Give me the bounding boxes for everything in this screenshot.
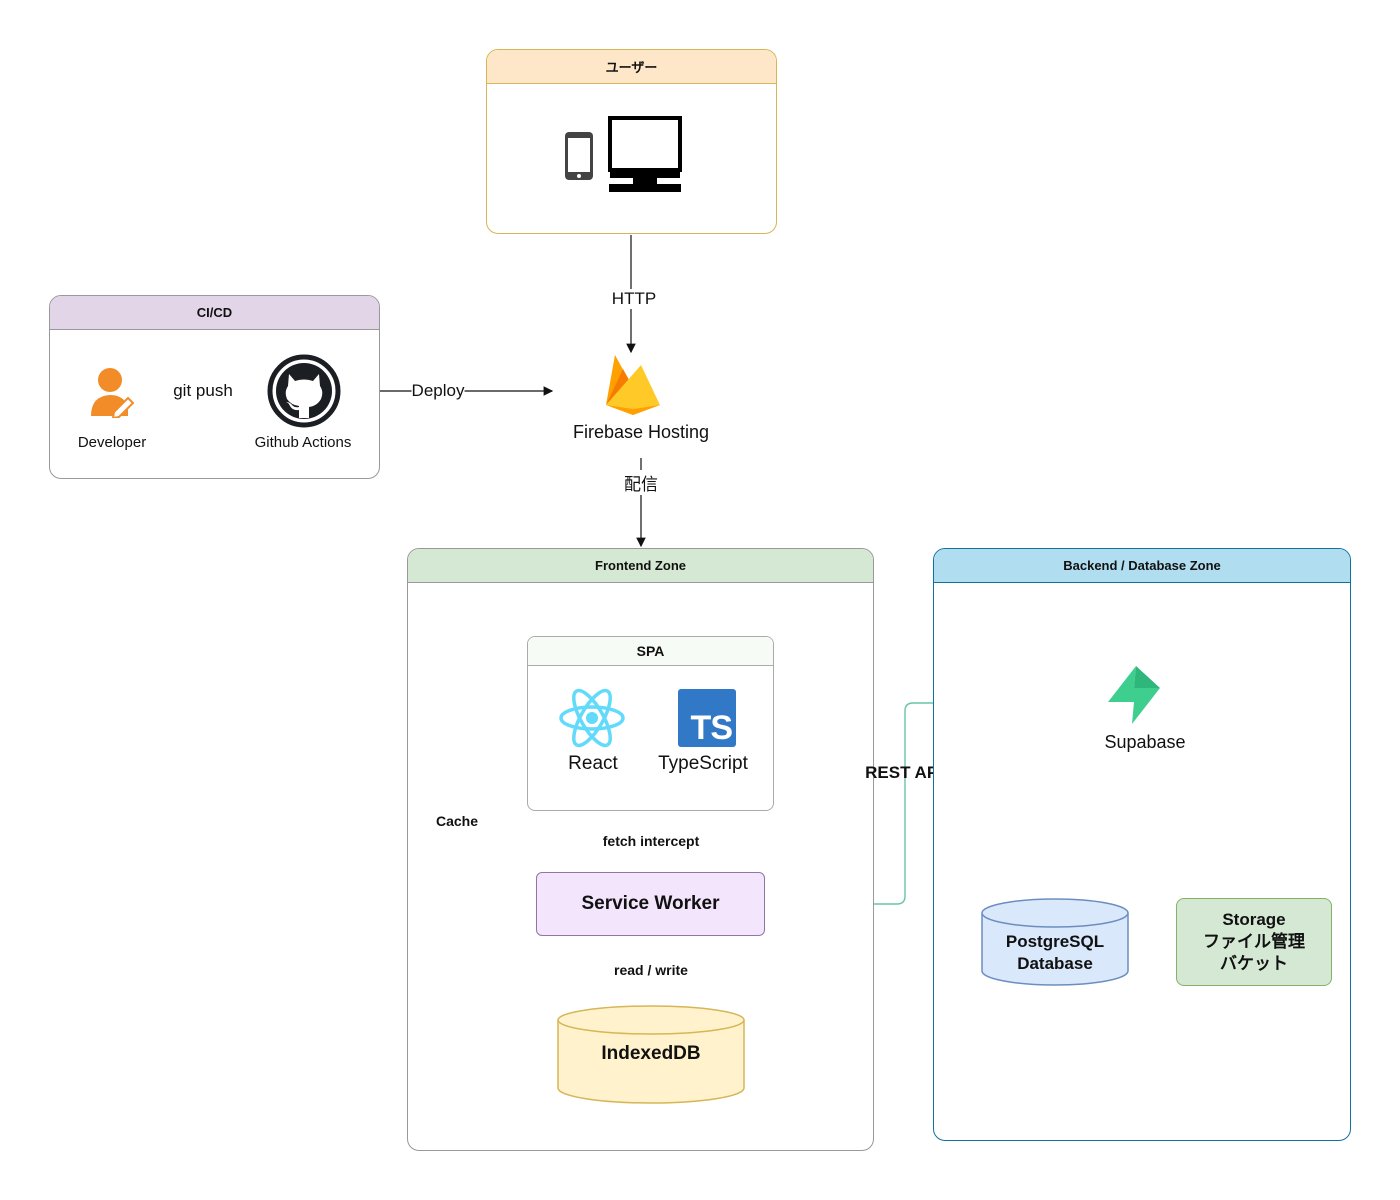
postgres-node-text: PostgreSQL Database	[980, 928, 1130, 978]
spa-title: SPA	[528, 637, 773, 666]
firebase-hosting-label: Firebase Hosting	[572, 422, 710, 443]
postgres-line1: PostgreSQL	[1005, 932, 1105, 951]
storage-line1: Storage	[1222, 910, 1286, 929]
storage-node: Storage ファイル管理 バケット	[1176, 898, 1332, 986]
typescript-logo-text: TS	[690, 709, 733, 747]
fetch-intercept-label: fetch intercept	[602, 833, 700, 849]
user-group: ユーザー	[486, 49, 777, 234]
rest-api-label: REST API	[865, 763, 943, 782]
developer-label: Developer	[77, 434, 147, 451]
smartphone-icon	[565, 132, 593, 180]
deliver-label: 配信	[624, 470, 658, 495]
postgres-cylinder-shape	[981, 898, 1129, 986]
desktop-monitor-icon	[608, 116, 682, 192]
frontend-zone-title: Frontend Zone	[408, 549, 873, 583]
react-atom-icon	[559, 688, 625, 748]
postgres-line2: Database	[1017, 954, 1093, 973]
storage-line2: ファイル管理	[1203, 932, 1305, 951]
backend-zone-title: Backend / Database Zone	[934, 549, 1350, 583]
github-actions-label: Github Actions	[254, 434, 352, 451]
user-group-title: ユーザー	[487, 50, 776, 84]
cache-label: Cache	[435, 813, 479, 829]
supabase-bolt-icon	[1108, 666, 1160, 724]
git-push-label: git push	[173, 381, 233, 401]
typescript-label: TypeScript	[658, 753, 748, 775]
firebase-flame-icon	[606, 355, 660, 415]
cicd-group-title: CI/CD	[50, 296, 379, 330]
deploy-label: Deploy	[411, 381, 465, 401]
http-label: HTTP	[611, 289, 657, 309]
backend-zone-group: Backend / Database Zone	[933, 548, 1351, 1141]
indexeddb-cylinder-shape	[557, 1005, 745, 1104]
developer-person-icon	[91, 368, 134, 418]
typescript-logo-icon: TS	[678, 689, 736, 747]
service-worker-node: Service Worker	[536, 872, 765, 936]
storage-line3: バケット	[1220, 954, 1288, 973]
react-label: React	[568, 753, 618, 775]
read-write-label: read / write	[614, 962, 688, 978]
github-octocat-icon	[267, 354, 341, 428]
indexeddb-label: IndexedDB	[601, 1043, 701, 1064]
supabase-label: Supabase	[1104, 732, 1186, 752]
